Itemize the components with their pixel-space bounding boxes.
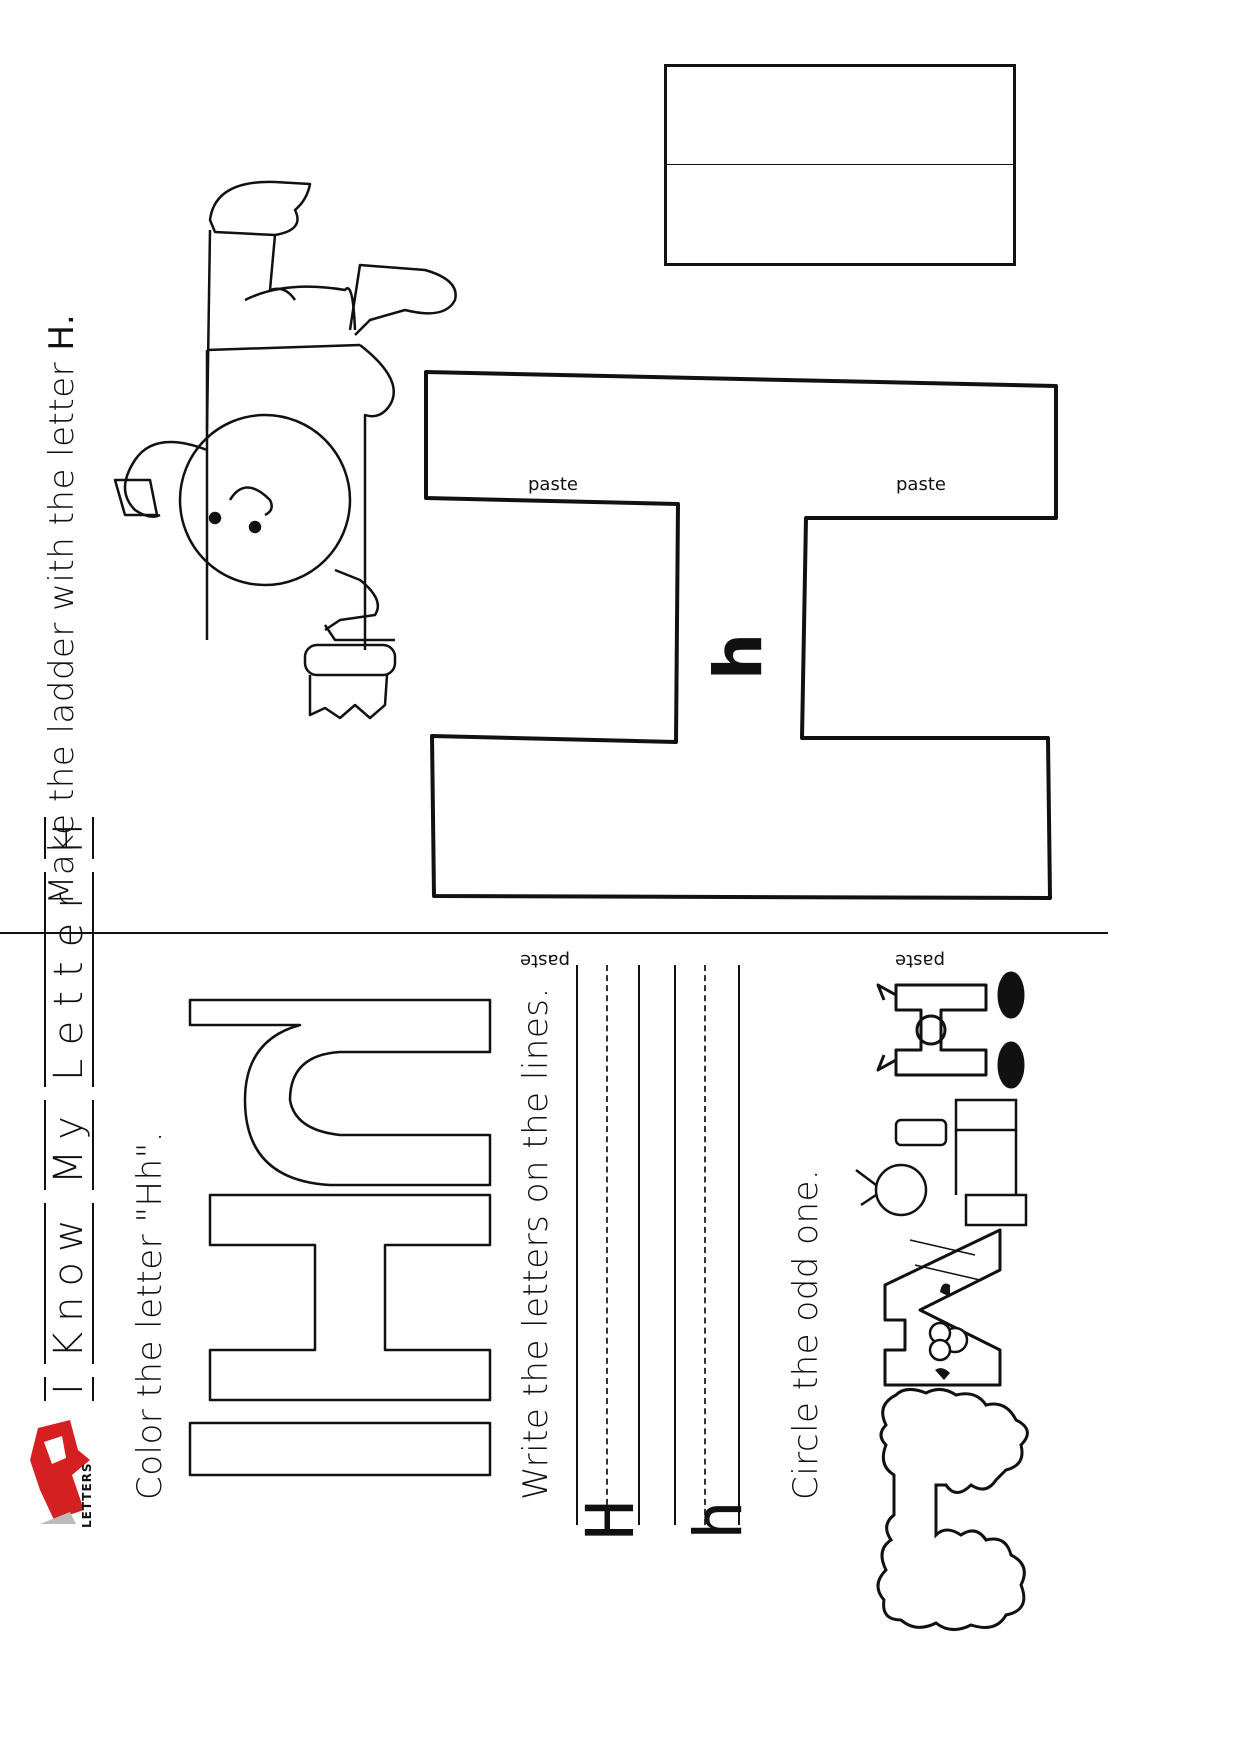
- ladder-instruction-letter: H.: [42, 313, 82, 351]
- paste-label-top-right: paste: [896, 474, 946, 495]
- title-word-letter: Letter: [44, 872, 94, 1087]
- guide-line-mid-1: [606, 965, 608, 1525]
- title-word-h: H: [44, 817, 94, 860]
- guide-line-base-1: [638, 965, 640, 1525]
- ladder-letter-h-outline: [424, 370, 1058, 900]
- title-word-i: I: [44, 1377, 94, 1401]
- guide-line-top-2: [674, 965, 676, 1525]
- guide-line-top-1: [576, 965, 578, 1525]
- outline-letters-hh: [188, 998, 492, 1477]
- guide-letter-h-capital: H: [572, 1500, 649, 1540]
- cloud-letter-h-icon: [876, 1388, 1029, 1631]
- title-word-5: H: [44, 817, 94, 860]
- color-instruction: Color the letter "Hh".: [130, 1130, 170, 1500]
- kid-at-desk-icon: [855, 1098, 1028, 1227]
- letters-logo: LETTERS: [30, 1420, 98, 1530]
- paste-label-bottom-left: paste: [520, 950, 570, 971]
- paste-card-box: [664, 64, 1016, 266]
- center-letter-h: h: [700, 633, 777, 680]
- title-word-know: Know: [44, 1203, 94, 1365]
- guide-letter-h-lower: h: [680, 1500, 757, 1540]
- write-instruction: Write the letters on the lines.: [516, 987, 556, 1500]
- page-divider: [0, 932, 1108, 934]
- boy-handstand-icon: [113, 180, 457, 720]
- guide-line-base-2: [738, 965, 740, 1525]
- title-word-4: Letter: [44, 872, 94, 1087]
- title-word-my: My: [44, 1100, 94, 1191]
- circle-instruction: Circle the odd one.: [786, 1168, 826, 1500]
- letters-logo-mark: [30, 1420, 90, 1524]
- paste-label-top-left: paste: [528, 474, 578, 495]
- logo-text: LETTERS: [80, 1462, 94, 1528]
- letter-a-face-icon: [883, 1228, 1002, 1387]
- title-word-2: Know: [44, 1203, 94, 1365]
- guide-line-mid-2: [704, 965, 706, 1525]
- letter-h-character-icon: [876, 971, 1025, 1089]
- title-word-1: I: [44, 1377, 94, 1401]
- worksheet-title: I Know My Letter H: [44, 813, 94, 1405]
- title-word-3: My: [44, 1100, 94, 1191]
